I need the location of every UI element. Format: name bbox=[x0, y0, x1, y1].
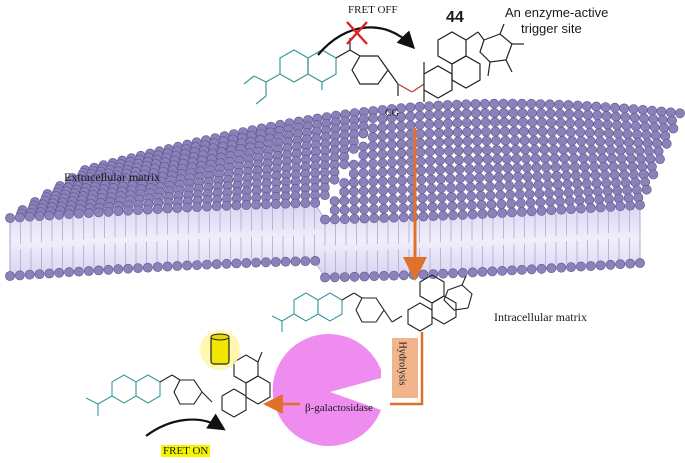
probe-molecule-top bbox=[243, 23, 524, 105]
trigger-site-label: An enzyme-active bbox=[505, 5, 609, 20]
extracellular-label: Extracellular matrix bbox=[64, 170, 161, 184]
fret-off-arrow bbox=[317, 26, 416, 56]
hydrolysis-label: Hydrolysis bbox=[396, 341, 408, 386]
hydrolysis-box bbox=[392, 338, 418, 398]
hydrolysis-path bbox=[390, 332, 424, 406]
probe-molecule-intracellular bbox=[271, 274, 473, 332]
fluorescence-tube-icon bbox=[200, 330, 240, 370]
trigger-site-label-2: trigger site bbox=[521, 21, 582, 36]
intracellular-label: Intracellular matrix bbox=[494, 310, 587, 324]
product-molecule bbox=[85, 351, 271, 418]
probe-name-label: CG bbox=[385, 108, 399, 119]
enzyme-label: β-galactosidase bbox=[305, 402, 373, 414]
lipid-bilayer-membrane bbox=[5, 98, 685, 283]
fret-off-label: FRET OFF bbox=[348, 4, 398, 16]
fret-on-arrow bbox=[145, 413, 226, 437]
cross-mark-icon bbox=[346, 21, 368, 45]
enzyme-shape bbox=[272, 334, 381, 446]
fret-on-label: FRET ON bbox=[161, 445, 211, 457]
compound-number: 44 bbox=[446, 9, 464, 26]
